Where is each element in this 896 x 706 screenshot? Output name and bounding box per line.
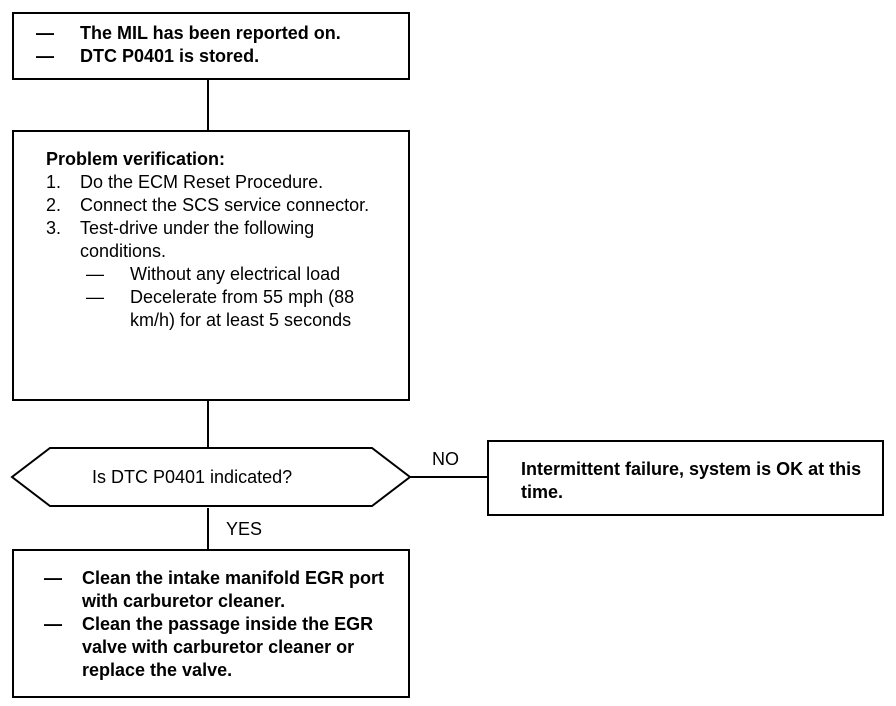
box3-item-1: — Clean the intake manifold EGR port wit…	[44, 567, 398, 613]
intermittent-failure-box: Intermittent failure, system is OK at th…	[487, 440, 884, 516]
dash-mark: —	[36, 46, 54, 66]
clean-egr-box: — Clean the intake manifold EGR port wit…	[12, 549, 410, 698]
problem-verification-box: Problem verification: 1. Do the ECM Rese…	[12, 130, 410, 401]
box1-item-text: The MIL has been reported on.	[80, 23, 341, 43]
connector-line-1	[207, 80, 209, 130]
intermittent-failure-text: Intermittent failure, system is OK at th…	[521, 459, 862, 502]
step-3: 3. Test-drive under the following condit…	[46, 217, 394, 263]
box3-item-text: Clean the intake manifold EGR port with …	[82, 568, 385, 611]
no-label: NO	[432, 449, 459, 469]
condition-2: — Decelerate from 55 mph (88 km/h) for a…	[46, 286, 394, 332]
step-text: Do the ECM Reset Procedure.	[80, 172, 324, 192]
decision-question: Is DTC P0401 indicated?	[92, 467, 293, 487]
step-1: 1. Do the ECM Reset Procedure.	[46, 171, 394, 194]
dash-mark: —	[86, 287, 104, 307]
connector-line-2	[207, 401, 209, 448]
step-2: 2. Connect the SCS service connector.	[46, 194, 394, 217]
dash-mark: —	[44, 614, 62, 634]
yes-label: YES	[226, 519, 263, 539]
box1-item-1: — The MIL has been reported on.	[36, 22, 398, 45]
condition-1: — Without any electrical load	[46, 263, 394, 286]
condition-text: Without any electrical load	[130, 264, 341, 284]
step-text: Connect the SCS service connector.	[80, 195, 370, 215]
problem-verification-title: Problem verification:	[46, 149, 226, 169]
condition-text: Decelerate from 55 mph (88 km/h) for at …	[130, 287, 355, 330]
dash-mark: —	[44, 568, 62, 588]
step-number: 1.	[46, 172, 62, 192]
box1-item-text: DTC P0401 is stored.	[80, 46, 260, 66]
no-branch-line	[410, 476, 487, 478]
step-number: 3.	[46, 218, 62, 238]
box1-item-2: — DTC P0401 is stored.	[36, 45, 398, 68]
decision-shape	[10, 447, 412, 507]
step-number: 2.	[46, 195, 62, 215]
box3-item-text: Clean the passage inside the EGR valve w…	[82, 614, 374, 680]
dash-mark: —	[86, 264, 104, 284]
reported-box: — The MIL has been reported on. — DTC P0…	[12, 12, 410, 80]
dash-mark: —	[36, 23, 54, 43]
step-text: Test-drive under the following condition…	[80, 218, 315, 261]
box3-item-2: — Clean the passage inside the EGR valve…	[44, 613, 398, 682]
connector-line-3	[207, 508, 209, 558]
